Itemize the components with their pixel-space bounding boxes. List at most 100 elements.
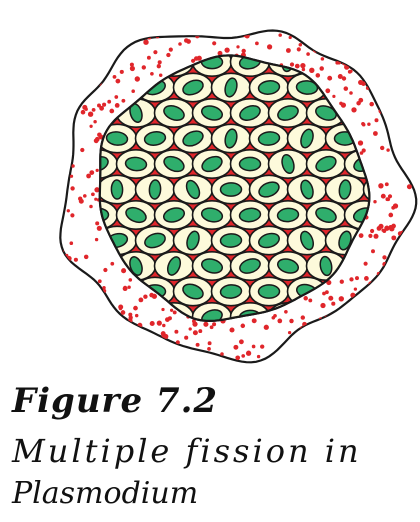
nucleus [276,207,300,223]
cytoplasm-granule [389,30,394,34]
cytoplasm-granule [396,26,400,30]
cytoplasm-granule [102,285,106,290]
cytoplasm-granule [355,355,361,361]
nucleus [257,131,281,146]
cytoplasm-granule [121,30,127,36]
cytoplasm-granule [153,50,158,55]
cytoplasm-granule [133,305,138,311]
cytoplasm-granule [146,55,151,60]
cytoplasm-granule [332,94,336,99]
cytoplasm-granule [103,46,109,52]
nucleus [186,230,200,251]
cytoplasm-granule [86,173,91,179]
cytoplasm-granule [149,292,154,298]
cytoplasm-granule [403,84,409,90]
cytoplasm-granule [128,278,133,282]
cytoplasm-granule [105,333,110,337]
daughter-cell [362,174,370,205]
cytoplasm-granule [384,77,390,83]
cytoplasm-granule [387,100,392,106]
cytoplasm-granule [99,21,102,24]
cytoplasm-granule [342,31,347,36]
cytoplasm-granule [266,44,273,50]
cytoplasm-granule [387,82,392,87]
cytoplasm-granule [79,276,85,282]
cytoplasm-granule [325,88,331,94]
cytoplasm-granule [54,261,59,266]
cytoplasm-granule [251,344,256,349]
cytoplasm-granule [84,42,88,46]
cytoplasm-granule [396,131,401,136]
cytoplasm-granule [238,339,244,345]
cytoplasm-granule [348,34,353,39]
cytoplasm-granule [212,41,217,46]
cytoplasm-granule [287,330,292,335]
cytoplasm-granule [106,357,111,362]
cytoplasm-granule [315,73,321,78]
cytoplasm-granule [388,40,393,45]
nucleus [300,128,314,149]
cytoplasm-granule [80,109,86,115]
nucleus [124,156,148,172]
cytoplasm-granule [397,90,403,96]
cytoplasm-granule [112,75,117,79]
cytoplasm-granule [384,64,389,69]
cytoplasm-granule [312,335,318,340]
cytoplasm-granule [74,53,78,58]
nucleus [276,258,300,274]
cytoplasm-granule [166,353,171,359]
cytoplasm-granule [331,341,336,346]
cytoplasm-granule [285,48,291,53]
cytoplasm-granule [372,77,377,83]
nucleus [105,131,129,146]
cytoplasm-granule [365,300,370,305]
cytoplasm-granule [308,330,313,334]
cytoplasm-granule [343,341,349,347]
cytoplasm-granule [127,285,131,289]
cytoplasm-granule [251,318,257,324]
cytoplasm-granule [163,355,168,360]
cytoplasm-granule [60,221,61,227]
cytoplasm-granule [67,277,72,282]
nucleus [224,77,238,98]
plasmodium-multiple-fission-diagram [54,21,418,364]
cytoplasm-granule [73,326,79,332]
cytoplasm-granule [63,48,68,53]
cytoplasm-granule [62,352,67,357]
nucleus [163,155,185,173]
cytoplasm-granule [119,69,124,74]
cytoplasm-granule [405,89,410,95]
cytoplasm-granule [293,339,299,344]
nucleus [300,179,314,200]
cytoplasm-granule [402,235,406,240]
cytoplasm-granule [389,83,395,89]
nucleus [238,156,262,172]
cytoplasm-granule [388,119,393,124]
cytoplasm-granule [338,317,345,323]
cytoplasm-granule [63,86,68,92]
cytoplasm-granule [306,52,310,56]
cytoplasm-granule [391,205,396,210]
cytoplasm-granule [271,316,276,320]
cytoplasm-granule [379,57,384,62]
cytoplasm-granule [353,52,359,58]
cytoplasm-granule [376,225,382,231]
cytoplasm-granule [288,35,292,40]
cytoplasm-granule [343,86,349,91]
cytoplasm-granule [407,322,412,328]
nucleus [224,128,238,149]
cytoplasm-granule [370,330,375,335]
cytoplasm-granule [398,63,403,68]
cytoplasm-granule [61,331,66,337]
cytoplasm-granule [387,194,393,199]
cytoplasm-granule [327,354,333,360]
cytoplasm-granule [85,295,90,299]
cytoplasm-granule [80,147,85,153]
cytoplasm-granule [327,40,332,46]
cytoplasm-granule [348,352,353,358]
cytoplasm-granule [128,315,133,320]
cytoplasm-granule [56,277,59,280]
cytoplasm-granule [84,350,90,356]
cytoplasm-granule [395,102,401,108]
cytoplasm-granule [95,168,99,173]
